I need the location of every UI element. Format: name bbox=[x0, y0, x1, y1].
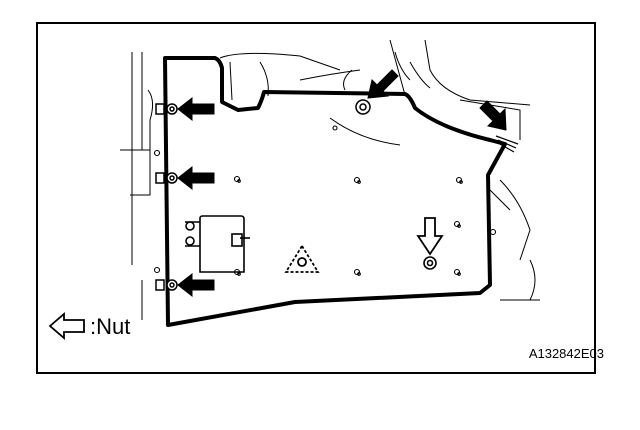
wire-clip bbox=[495, 135, 519, 153]
top-screw bbox=[355, 99, 371, 115]
arrow-left-screw-3-icon bbox=[177, 272, 215, 298]
under-cover-panel bbox=[163, 56, 507, 327]
arrow-right-clip-icon bbox=[479, 100, 507, 131]
hollow-arrow-left-icon bbox=[48, 312, 85, 340]
arrow-top-screw-icon bbox=[367, 69, 399, 99]
side-screws bbox=[155, 103, 178, 291]
figure-code: A132842E03 bbox=[528, 346, 604, 361]
diagram-frame bbox=[36, 22, 596, 374]
arrow-left-screw-1-icon bbox=[177, 96, 215, 122]
clip-marks bbox=[153, 125, 497, 276]
legend-label: :Nut bbox=[90, 314, 131, 339]
hollow-arrow-nut-icon bbox=[416, 217, 444, 256]
legend: :Nut bbox=[50, 314, 130, 340]
solid-arrow-icons bbox=[177, 69, 507, 298]
warning-triangle-icon bbox=[284, 244, 320, 273]
arrow-left-screw-2-icon bbox=[177, 165, 215, 191]
module-bracket bbox=[185, 215, 250, 273]
nut-marker bbox=[423, 256, 437, 270]
